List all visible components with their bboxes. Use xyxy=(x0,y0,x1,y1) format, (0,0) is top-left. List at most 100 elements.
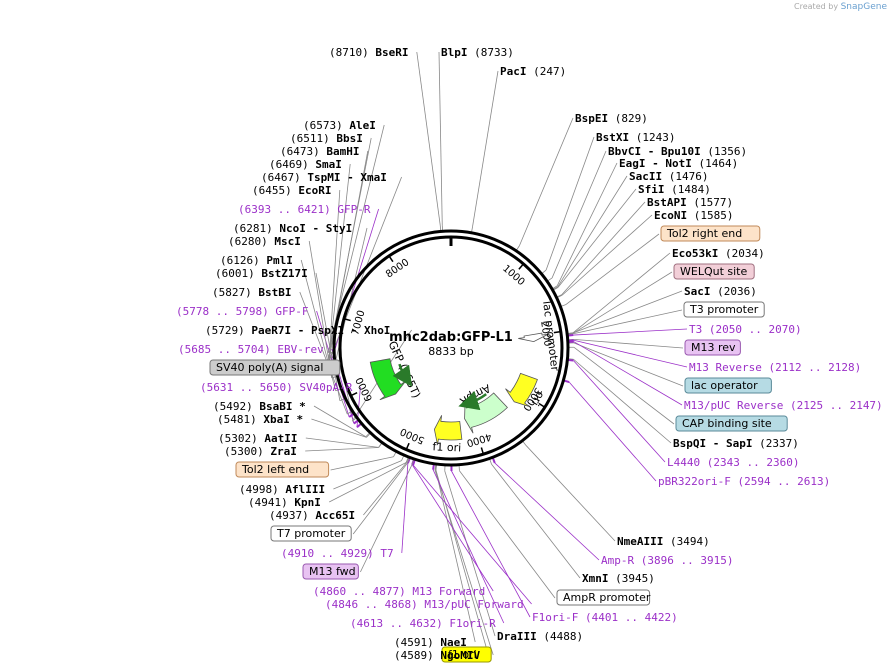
site-label-l40[interactable]: (4937) Acc65I xyxy=(269,509,355,522)
tick-7000 xyxy=(343,317,351,322)
site-label-l55[interactable]: (6126) PmlI xyxy=(220,254,293,267)
site-label-l49[interactable]: SV40 poly(A) signal xyxy=(209,359,341,376)
site-label-l42[interactable]: (4998) AflIII xyxy=(239,483,325,496)
site-label-l2[interactable]: PacI (247) xyxy=(500,65,566,78)
site-label-l10[interactable]: EcoNI (1585) xyxy=(654,209,733,222)
site-label-l12[interactable]: Eco53kI (2034) xyxy=(672,247,765,260)
feature-f_f1 xyxy=(433,415,463,446)
site-label-l27[interactable]: XmnI (3945) xyxy=(582,572,655,585)
tick-label-4000: 4000 xyxy=(465,430,493,448)
site-label-l30[interactable]: DraIII (4488) xyxy=(497,630,583,643)
site-label-l15[interactable]: T3 promoter xyxy=(683,301,765,318)
site-label-l63[interactable]: (6511) BbsI xyxy=(290,132,363,145)
site-label-l59[interactable]: (6455) EcoRI xyxy=(252,184,331,197)
site-label-l50[interactable]: (5685 .. 5704) EBV-rev xyxy=(178,343,324,356)
site-label-l25[interactable]: NmeAIII (3494) xyxy=(617,535,710,548)
site-label-l33[interactable]: (4591) NaeI xyxy=(394,636,467,649)
site-label-text: (6455) EcoRI xyxy=(252,184,331,197)
tick-label-1000: 1000 xyxy=(500,263,526,288)
site-label-l18[interactable]: M13 Reverse (2112 .. 2128) xyxy=(689,361,861,374)
leader-l28 xyxy=(459,470,556,599)
site-label-l61[interactable]: (6469) SmaI xyxy=(269,158,342,171)
site-label-l29[interactable]: F1ori-F (4401 .. 4422) xyxy=(532,611,678,624)
site-label-l11[interactable]: Tol2 right end xyxy=(660,225,761,242)
site-label-text: (4613 .. 4632) F1ori-R xyxy=(350,617,496,630)
feature-box-text: Tol2 left end xyxy=(241,463,309,476)
site-label-text: F1ori-F (4401 .. 4422) xyxy=(532,611,678,624)
site-label-l14[interactable]: SacI (2036) xyxy=(684,285,757,298)
leader-l5 xyxy=(551,150,607,279)
leader-l46 xyxy=(311,418,367,438)
site-label-l3[interactable]: BspEI (829) xyxy=(575,112,648,125)
site-label-l45[interactable]: (5302) AatII xyxy=(218,432,297,445)
tick-1000 xyxy=(518,263,525,270)
site-label-l57[interactable]: (6281) NcoI - StyI xyxy=(233,222,352,235)
site-label-l7[interactable]: SacII (1476) xyxy=(629,170,708,183)
site-label-l46[interactable]: (5481) XbaI * xyxy=(217,413,303,426)
site-label-l28[interactable]: AmpR promoter xyxy=(556,589,651,606)
site-label-l26[interactable]: Amp-R (3896 .. 3915) xyxy=(601,554,733,567)
feature-box-text: AmpR promoter xyxy=(563,591,651,604)
outer-ring xyxy=(332,229,570,467)
feature-box xyxy=(683,301,765,318)
plasmid-title: mhc2dab:GFP-L1 8833 bp xyxy=(389,330,513,358)
site-label-l17[interactable]: M13 rev xyxy=(684,339,741,356)
site-label-l8[interactable]: SfiI (1484) xyxy=(638,183,711,196)
site-label-l31[interactable]: f1 ori xyxy=(441,646,492,663)
credit-brand: SnapGene xyxy=(840,2,887,12)
site-label-l13[interactable]: WELQut site xyxy=(673,263,755,280)
leader-l15 xyxy=(573,309,683,335)
site-label-l21[interactable]: CAP binding site xyxy=(675,415,788,432)
site-label-l16[interactable]: T3 (2050 .. 2070) xyxy=(689,323,802,336)
feature-label-f_f1: f1 ori xyxy=(432,440,461,454)
leader-l58 xyxy=(329,208,379,368)
site-label-l53[interactable]: (5827) BstBI xyxy=(212,286,291,299)
site-label-l60[interactable]: (6467) TspMI - XmaI xyxy=(261,171,387,184)
leader-l26 xyxy=(494,462,600,561)
site-label-l24[interactable]: pBR322ori-F (2594 .. 2613) xyxy=(658,475,830,488)
tick-4000 xyxy=(480,447,485,455)
site-label-l56[interactable]: (6280) MscI xyxy=(228,235,301,248)
leader-l3 xyxy=(519,117,574,246)
site-label-l41[interactable]: (4941) KpnI xyxy=(248,496,321,509)
site-label-l19[interactable]: lac operator xyxy=(684,377,772,394)
site-label-l51[interactable]: (5729) PaeR7I - PspXI - XhoI xyxy=(205,324,390,337)
site-label-l9[interactable]: BstAPI (1577) xyxy=(647,196,733,209)
site-label-l58[interactable]: (6393 .. 6421) GFP-R xyxy=(238,203,371,216)
site-label-l36[interactable]: (4860 .. 4877) M13 Forward xyxy=(313,585,485,598)
site-label-l37[interactable]: M13 fwd xyxy=(302,563,359,580)
site-label-text: pBR322ori-F (2594 .. 2613) xyxy=(658,475,830,488)
site-label-l38[interactable]: (4910 .. 4929) T7 xyxy=(281,547,394,560)
site-label-l34[interactable]: (4613 .. 4632) F1ori-R xyxy=(350,617,496,630)
feature-box xyxy=(302,563,359,580)
leader-l20 xyxy=(573,341,683,406)
leader-l19 xyxy=(573,342,684,387)
site-label-l47[interactable]: (5492) BsaBI * xyxy=(213,400,306,413)
site-label-l22[interactable]: BspQI - SapI (2337) xyxy=(673,437,799,450)
site-label-text: (4937) Acc65I xyxy=(269,509,355,522)
site-label-text: (6001) BstZ17I xyxy=(215,267,308,280)
site-label-l6[interactable]: EagI - NotI (1464) xyxy=(619,157,738,170)
site-label-l1[interactable]: BlpI (8733) xyxy=(441,46,514,59)
leader-l56 xyxy=(308,240,333,378)
leader-l41 xyxy=(329,462,407,503)
site-label-l35[interactable]: (4846 .. 4868) M13/pUC Forward xyxy=(325,598,524,611)
site-label-l43[interactable]: Tol2 left end xyxy=(235,461,330,478)
site-label-l48[interactable]: (5631 .. 5650) SV40pA-R xyxy=(200,381,353,394)
site-label-text: (8710) BseRI xyxy=(329,46,408,59)
site-label-l62[interactable]: (6473) BamHI xyxy=(280,145,359,158)
site-label-l44[interactable]: (5300) ZraI xyxy=(224,445,297,458)
tick-5000 xyxy=(405,442,410,450)
site-label-l64[interactable]: (6573) AleI xyxy=(303,119,376,132)
site-label-l20[interactable]: M13/pUC Reverse (2125 .. 2147) xyxy=(684,399,883,412)
site-label-l5[interactable]: BbvCI - Bpu10I (1356) xyxy=(608,145,747,158)
leader-l14 xyxy=(572,290,683,334)
site-label-l52[interactable]: (5778 .. 5798) GFP-F xyxy=(176,305,308,318)
site-label-l54[interactable]: (6001) BstZ17I xyxy=(215,267,308,280)
site-label-l0[interactable]: (8710) BseRI xyxy=(329,46,408,59)
site-label-l23[interactable]: L4440 (2343 .. 2360) xyxy=(667,456,799,469)
site-label-l32[interactable]: (4589) NgoMIV xyxy=(394,649,480,662)
site-label-l39[interactable]: T7 promoter xyxy=(270,525,352,542)
site-label-text: (5631 .. 5650) SV40pA-R xyxy=(200,381,353,394)
site-label-l4[interactable]: BstXI (1243) xyxy=(596,131,675,144)
